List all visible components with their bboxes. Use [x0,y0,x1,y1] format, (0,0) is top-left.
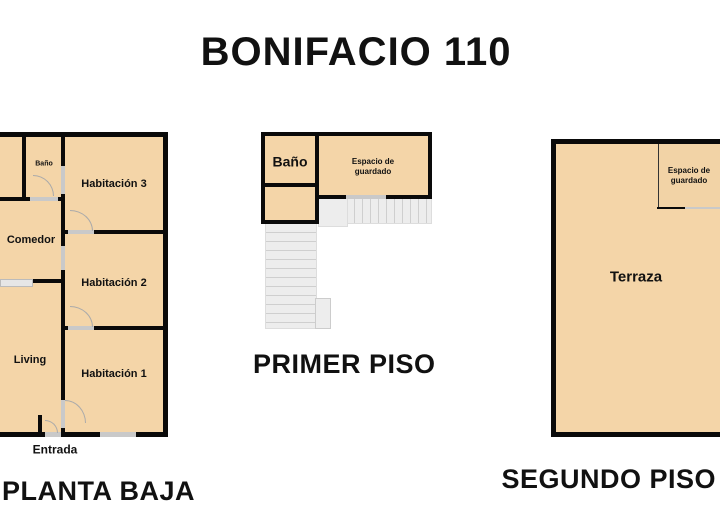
wall [315,132,319,224]
stair-landing [315,298,331,329]
floor-title-primer-piso: PRIMER PISO [253,349,436,379]
label-entrada: Entrada [32,442,78,457]
door [61,166,65,194]
wall [0,432,168,437]
wall [163,132,168,437]
stairs [346,197,432,224]
door [61,246,65,270]
floor-title-segundo-piso: SEGUNDO PISO [501,464,716,494]
label-guardado-sp: Espacio de guardado [667,166,711,185]
label-habitacion-3: Habitación 3 [81,178,147,191]
page-title: BONIFACIO 110 [200,30,512,74]
opening [685,207,720,209]
wall [428,132,432,198]
label-bano: Baño [35,160,53,168]
label-habitacion-1: Habitación 1 [81,368,147,381]
wall [551,139,720,144]
label-comedor: Comedor [6,234,56,247]
door [68,230,94,234]
wall [61,132,65,437]
wall [261,220,319,224]
wall [657,207,685,209]
door [45,432,61,437]
opening [346,195,386,199]
label-bano-pp: Baño [272,153,308,170]
window [100,432,136,437]
label-guardado-pp: Espacio de guardado [351,157,395,176]
room-bano-pp [262,133,318,223]
door [68,326,94,330]
door [30,197,58,201]
wall [261,132,431,136]
wall [33,279,63,283]
wall [261,132,265,224]
wall [551,432,720,437]
wall [22,132,26,200]
railing [0,279,33,287]
wall [0,132,168,137]
wall [62,326,167,330]
room-guardado-sp [658,144,720,208]
floor-title-planta-baja: PLANTA BAJA [2,476,195,506]
label-habitacion-2: Habitación 2 [81,277,147,290]
wall [38,415,42,435]
door [61,400,65,428]
label-terraza: Terraza [609,268,663,286]
stairs [265,223,317,329]
wall [62,230,167,234]
wall [261,183,317,187]
wall [551,139,556,436]
label-living: Living [13,354,47,367]
stair-landing [318,197,348,227]
